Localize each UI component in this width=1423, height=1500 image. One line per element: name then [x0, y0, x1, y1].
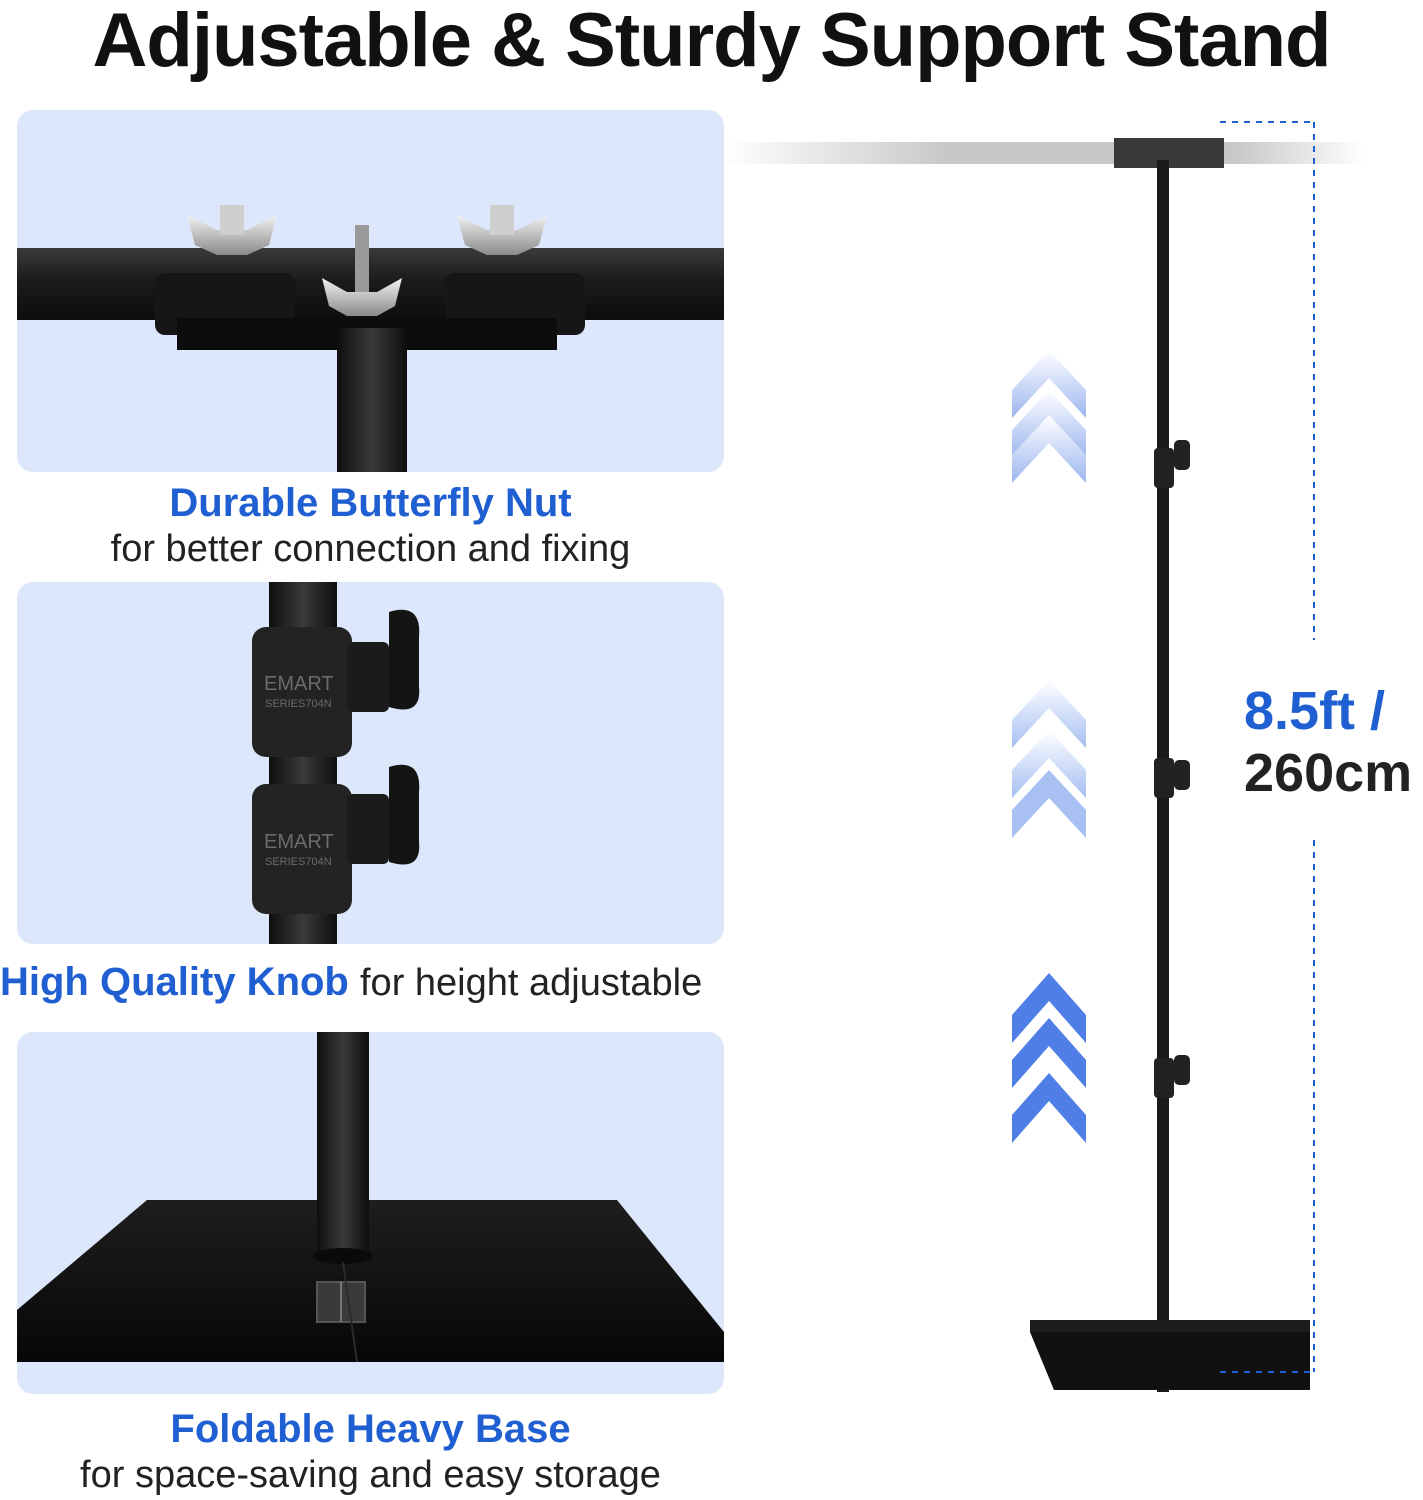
- knob-panel: EMART SERIES704N EMART SERIES704N: [17, 582, 724, 944]
- base-illustration: [17, 1032, 724, 1363]
- top-crossbar: [724, 142, 1364, 164]
- butterfly-nut-icon: [457, 205, 547, 255]
- height-metric: 260cm: [1244, 743, 1413, 803]
- brand-label: EMART: [264, 673, 334, 695]
- dimension-line-icon: [1220, 121, 1315, 1373]
- up-chevron-arrow-icon: [1012, 973, 1086, 1143]
- foldable-base-icon: [17, 1200, 724, 1362]
- butterfly-nut-icon: [322, 278, 402, 316]
- stand-illustration: [724, 121, 1364, 1392]
- knob-caption: High Quality Knob for height adjustable: [0, 958, 760, 1007]
- feature-detail: for space-saving and easy storage: [80, 1454, 661, 1496]
- series-label: SERIES704N: [265, 698, 332, 710]
- hinge-icon: [316, 1281, 366, 1323]
- base-caption: Foldable Heavy Base for space-saving and…: [17, 1406, 724, 1498]
- adjustment-knob-icon: [1154, 440, 1190, 488]
- height-imperial: 8.5ft /: [1244, 681, 1386, 741]
- knob-illustration: EMART SERIES704N EMART SERIES704N: [252, 582, 420, 944]
- stand-base: [1030, 1320, 1310, 1332]
- butterfly-nut-caption: Durable Butterfly Nut for better connect…: [17, 480, 724, 572]
- feature-detail: for height adjustable: [360, 962, 703, 1004]
- butterfly-nut-illustration: [17, 205, 724, 472]
- base-panel: [17, 1032, 724, 1394]
- adjustment-knob-icon: [1154, 758, 1190, 798]
- vertical-pole: [337, 328, 407, 472]
- adjustment-knob-icon: [252, 764, 420, 914]
- height-measurement: 8.5ft / 260cm: [1244, 680, 1423, 804]
- butterfly-nut-icon: [187, 205, 277, 255]
- threaded-bolt: [355, 225, 369, 305]
- feature-headline: High Quality Knob: [0, 960, 349, 1004]
- adjustment-knob-icon: [1154, 1055, 1190, 1098]
- up-chevron-arrow-icon: [1012, 680, 1086, 838]
- butterfly-nut-panel: [17, 110, 724, 472]
- up-chevron-arrow-icon: [1012, 350, 1086, 483]
- feature-headline: Foldable Heavy Base: [170, 1407, 571, 1451]
- series-label: SERIES704N: [265, 856, 332, 868]
- page-title: Adjustable & Sturdy Support Stand: [92, 0, 1332, 83]
- feature-headline: Durable Butterfly Nut: [169, 481, 572, 525]
- feature-detail: for better connection and fixing: [110, 528, 631, 570]
- brand-label: EMART: [264, 831, 334, 853]
- base-pole: [317, 1032, 369, 1257]
- adjustment-knob-icon: [252, 609, 420, 757]
